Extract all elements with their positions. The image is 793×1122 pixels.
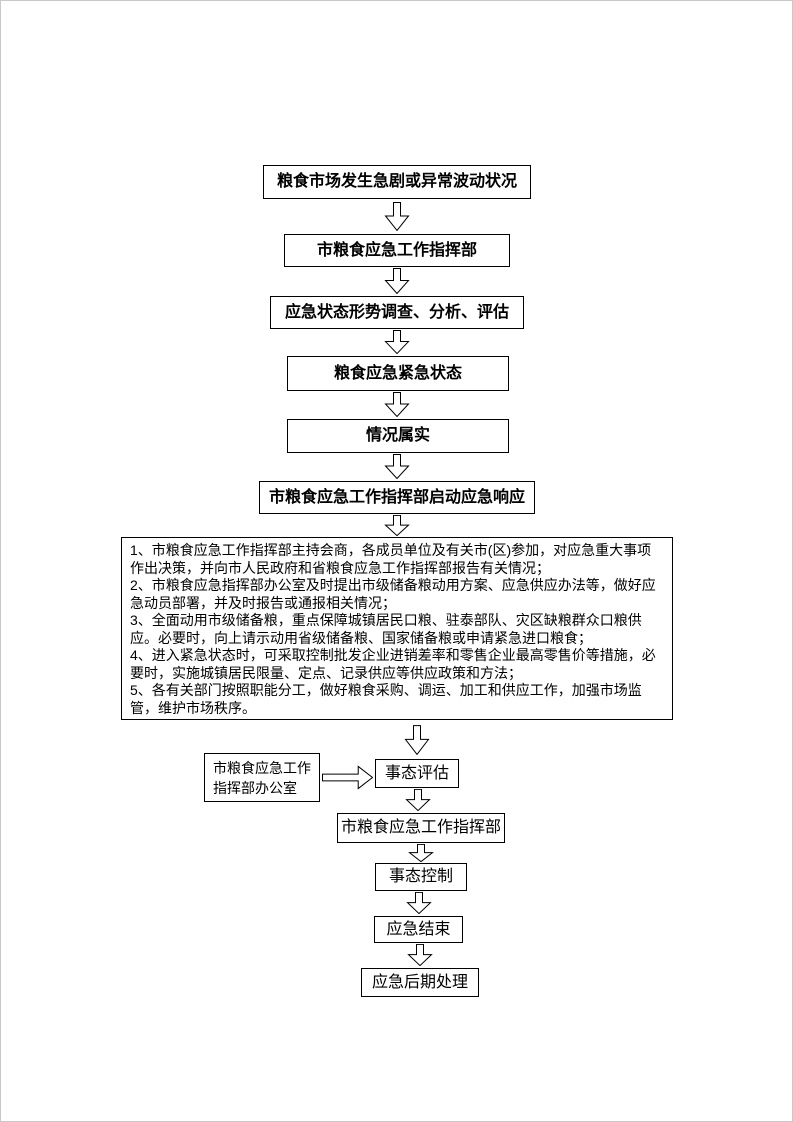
flow-box-command-hq: 市粮食应急工作指挥部 xyxy=(284,234,510,267)
measure-item-2: 2、市粮食应急指挥部办公室及时提出市级储备粮动用方案、应急供应办法等，做好应急动… xyxy=(130,577,656,611)
measure-item-3: 3、全面动用市级储备粮，重点保障城镇居民口粮、驻泰部队、灾区缺粮群众口粮供应。必… xyxy=(130,612,642,646)
flow-box-investigation: 应急状态形势调查、分析、评估 xyxy=(270,296,524,329)
flow-box-situation-control: 事态控制 xyxy=(375,863,467,891)
flow-box-command-hq-2: 市粮食应急工作指挥部 xyxy=(337,813,505,843)
down-arrow-icon xyxy=(409,844,433,862)
flow-box-emergency-state: 粮食应急紧急状态 xyxy=(287,356,509,391)
down-arrow-icon xyxy=(385,268,409,294)
down-arrow-icon xyxy=(404,725,430,755)
measure-item-5: 5、各有关部门按照职能分工，做好粮食采购、调运、加工和供应工作，加强市场监管，维… xyxy=(130,682,642,716)
flow-box-market-fluctuation: 粮食市场发生急剧或异常波动状况 xyxy=(263,165,531,199)
down-arrow-icon xyxy=(408,944,432,966)
flow-box-post-processing: 应急后期处理 xyxy=(361,968,479,997)
flow-box-command-office: 市粮食应急工作指挥部办公室 xyxy=(204,753,320,802)
flow-box-confirmed: 情况属实 xyxy=(287,419,509,453)
down-arrow-icon xyxy=(384,202,410,231)
flow-box-situation-evaluation: 事态评估 xyxy=(375,759,459,788)
down-arrow-icon xyxy=(406,789,430,811)
flow-box-activate-response: 市粮食应急工作指挥部启动应急响应 xyxy=(259,481,535,514)
right-arrow-icon xyxy=(322,765,373,790)
flow-box-measures-list: 1、市粮食应急工作指挥部主持会商，各成员单位及有关市(区)参加，对应急重大事项作… xyxy=(121,537,673,720)
down-arrow-icon xyxy=(385,330,409,354)
measure-item-1: 1、市粮食应急工作指挥部主持会商，各成员单位及有关市(区)参加，对应急重大事项作… xyxy=(130,542,652,576)
down-arrow-icon xyxy=(407,892,431,914)
measure-item-4: 4、进入紧急状态时，可采取控制批发企业进销差率和零售企业最高零售价等措施，必要时… xyxy=(130,647,656,681)
down-arrow-icon xyxy=(385,392,409,417)
down-arrow-icon xyxy=(385,515,409,536)
down-arrow-icon xyxy=(385,454,409,479)
flow-box-emergency-end: 应急结束 xyxy=(374,916,463,943)
